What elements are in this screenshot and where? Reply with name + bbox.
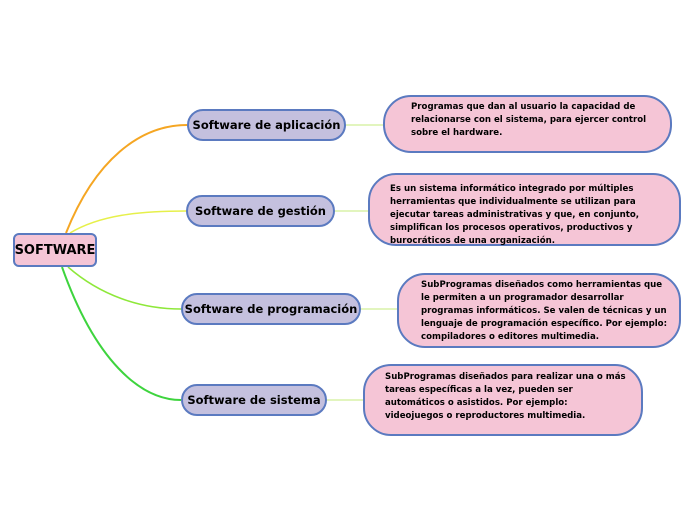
branch-node-sistema[interactable]: Software de sistema	[181, 384, 327, 416]
description-node-programacion[interactable]: SubProgramas diseñados como herramientas…	[397, 273, 681, 348]
branch-node-gestion[interactable]: Software de gestión	[186, 195, 335, 227]
connector-root-sistema	[61, 266, 182, 401]
description-node-gestion[interactable]: Es un sistema informático integrado por …	[368, 173, 681, 246]
description-node-aplicacion[interactable]: Programas que dan al usuario la capacida…	[383, 95, 672, 153]
root-node-software[interactable]: SOFTWARE	[13, 233, 97, 267]
description-node-sistema[interactable]: SubProgramas diseñados para realizar una…	[363, 364, 643, 436]
connector-root-aplicacion	[65, 124, 188, 234]
connector-root-gestion	[69, 210, 187, 234]
branch-node-programacion[interactable]: Software de programación	[181, 293, 361, 325]
branch-node-aplicacion[interactable]: Software de aplicación	[187, 109, 346, 141]
connector-root-programacion	[67, 266, 182, 310]
